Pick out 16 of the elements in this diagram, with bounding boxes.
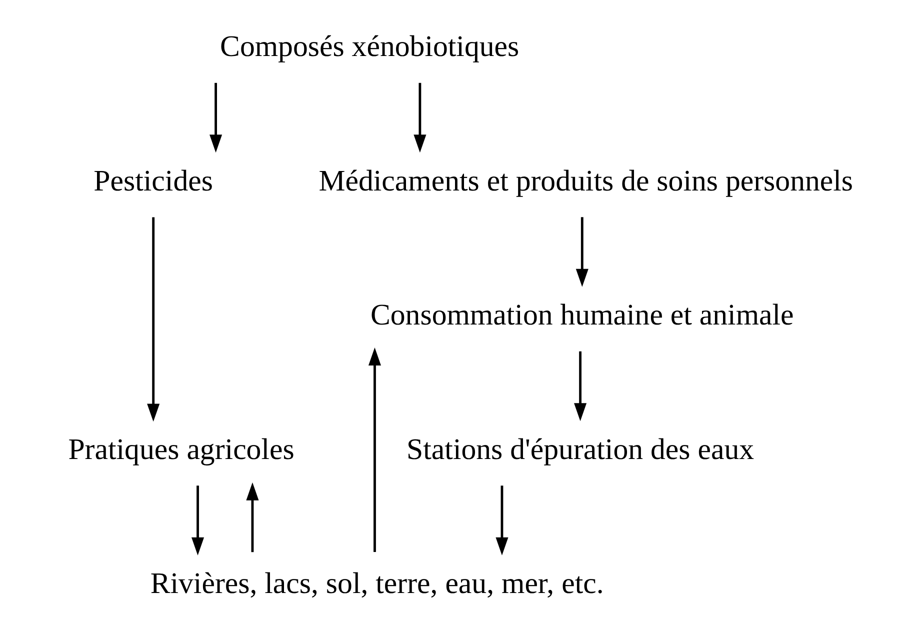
node-text: Pratiques agricoles: [68, 432, 294, 466]
node-text: Composés xénobiotiques: [220, 30, 519, 64]
arrow: [368, 348, 381, 552]
arrow: [575, 217, 588, 287]
node-text: Consommation humaine et animale: [370, 298, 794, 332]
arrow: [146, 217, 160, 422]
arrow: [191, 486, 204, 556]
node-text: Pesticides: [93, 164, 212, 198]
node-text: Stations d'épuration des eaux: [406, 432, 754, 466]
node-text: Médicaments et produits de soins personnels: [318, 164, 853, 198]
arrow: [413, 82, 426, 153]
arrow: [495, 486, 508, 556]
arrow: [246, 482, 258, 552]
arrow: [209, 82, 222, 153]
node-text: Rivières, lacs, sol, terre, eau, mer, etc.: [150, 567, 604, 600]
arrow: [574, 351, 586, 422]
